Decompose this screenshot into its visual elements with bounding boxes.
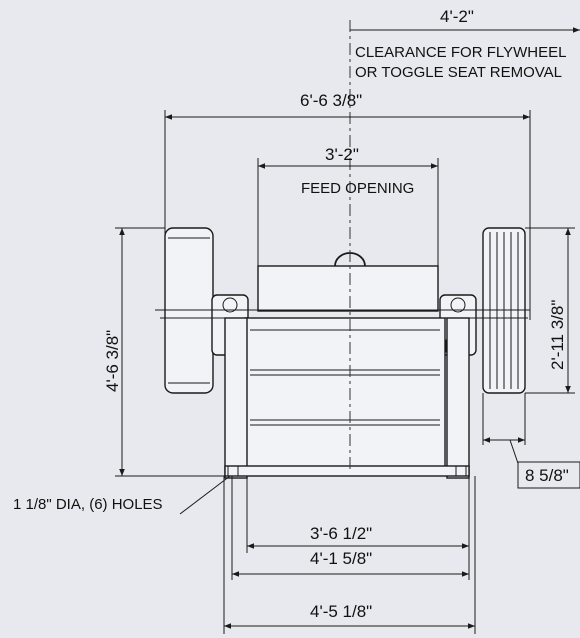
side-plate-right: [446, 317, 470, 479]
feed-opening-label: FEED OPENING: [301, 180, 414, 197]
dim-sheave-height-text: 2'-11 3/8": [548, 300, 567, 370]
dim-feed-opening: 3'-2" FEED OPENING: [257, 145, 439, 266]
dim-sheave-height: 2'-11 3/8": [525, 227, 575, 394]
clearance-note-1: CLEARANCE FOR FLYWHEEL: [355, 44, 566, 61]
base-plate: [224, 465, 470, 477]
hole-right: [455, 465, 467, 477]
clearance-note-2: OR TOGGLE SEAT REMOVAL: [355, 64, 562, 81]
dim-clearance-text: 4'-2": [440, 7, 474, 26]
dim-height: 4'-6 3/8": [103, 227, 225, 477]
dim-base-inner-text: 3'-6 1/2": [310, 524, 372, 543]
dim-feed-opening-text: 3'-2": [325, 145, 359, 164]
holes-note: 1 1/8" DIA, (6) HOLES: [13, 496, 163, 513]
side-plate-left: [224, 317, 248, 479]
dim-clearance: 4'-2" CLEARANCE FOR FLYWHEEL OR TOGGLE S…: [350, 7, 580, 81]
dim-sheave-width: 8 5/8": [482, 393, 580, 489]
dim-overall-width: 6'-6 3/8": [164, 91, 531, 320]
crusher-body: [155, 227, 530, 479]
dim-base-inner: 3'-6 1/2": [246, 476, 470, 553]
dim-base-mid-text: 4'-1 5/8": [310, 549, 372, 568]
dim-overall-width-text: 6'-6 3/8": [300, 91, 362, 110]
dim-base-mid: 4'-1 5/8": [231, 476, 470, 580]
hole-left: [227, 465, 239, 477]
dim-height-text: 4'-6 3/8": [103, 330, 122, 392]
holes-callout: 1 1/8" DIA, (6) HOLES: [13, 475, 231, 515]
dim-sheave-width-text: 8 5/8": [525, 466, 569, 485]
main-frame: [244, 317, 446, 474]
jaw-top: [257, 265, 439, 312]
dim-base-outer: 4'-5 1/8": [223, 476, 476, 634]
dim-base-outer-text: 4'-5 1/8": [310, 602, 372, 621]
